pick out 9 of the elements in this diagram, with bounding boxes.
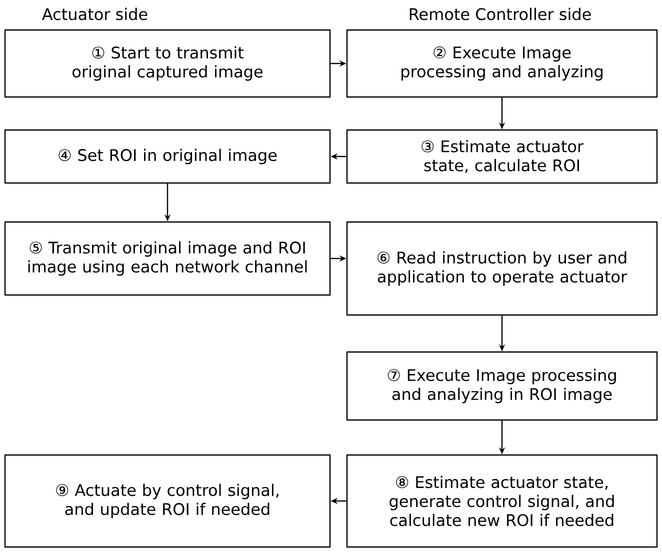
process-box: ⑥ Read instruction by user and application to operate actuator (346, 221, 658, 316)
process-box: ⑧ Estimate actuator state, generate control signal, and calculate new ROI if needed (346, 454, 658, 548)
process-box: ③ Estimate actuator state, calculate ROI (346, 129, 658, 184)
process-box: ④ Set ROI in original image (4, 129, 331, 184)
process-box: ⑤ Transmit original image and ROI image using each network channel (4, 221, 331, 296)
process-box: ⑨ Actuate by control signal, and update ROI if needed (4, 454, 331, 548)
process-box: ① Start to transmit original captured image (4, 29, 331, 98)
process-box: ⑦ Execute Image processing and analyzing in ROI image (346, 351, 658, 421)
process-box: ② Execute Image processing and analyzing (346, 29, 658, 98)
